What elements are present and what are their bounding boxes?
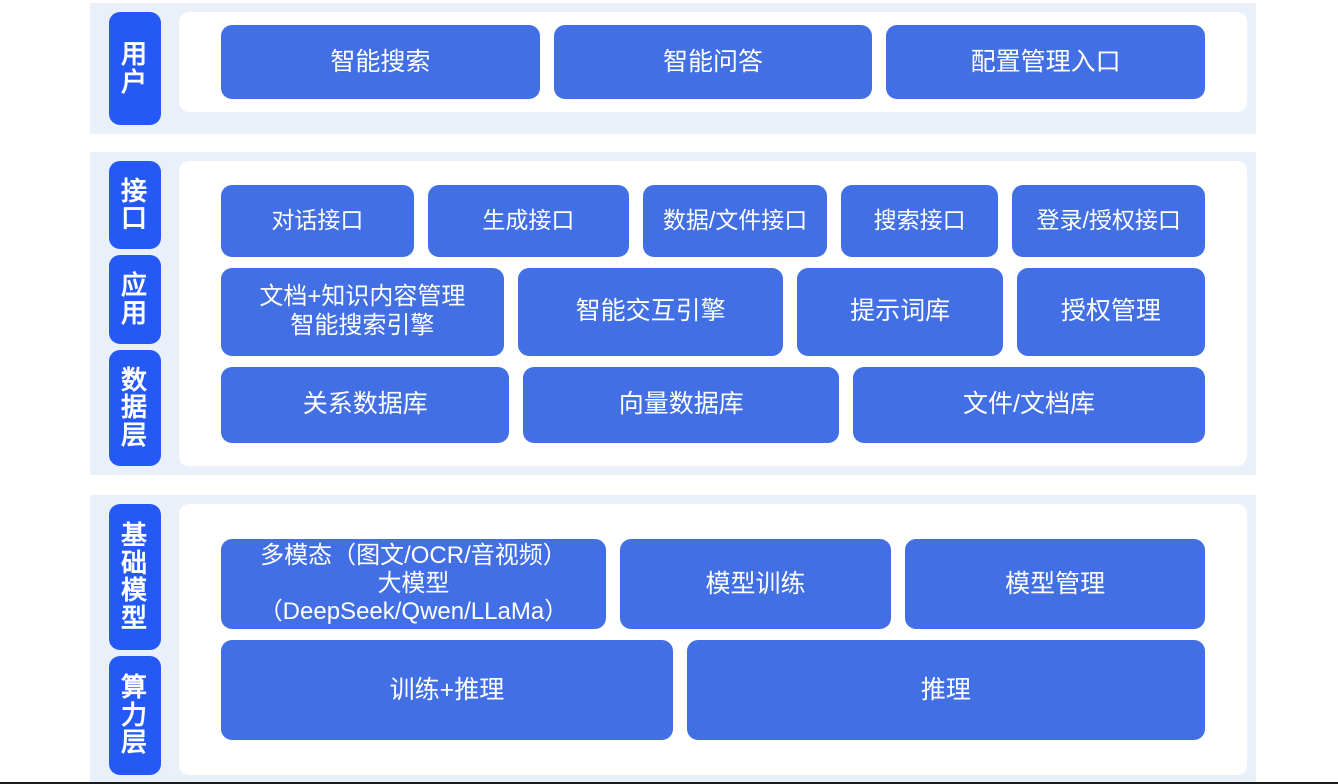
tab-column-user: 用户 <box>90 3 179 134</box>
card-dialog-api[interactable]: 对话接口 <box>221 184 414 257</box>
card-generation-api[interactable]: 生成接口 <box>427 184 630 257</box>
card-prompt-library[interactable]: 提示词库 <box>797 267 1003 356</box>
card-smart-qa[interactable]: 智能问答 <box>553 25 873 99</box>
tab-column-platform: 接口 应用 数据层 <box>90 152 179 475</box>
card-training-and-inference[interactable]: 训练+推理 <box>221 640 673 740</box>
card-data-file-api[interactable]: 数据/文件接口 <box>643 184 827 257</box>
tab-column-foundation: 基础模型 算力层 <box>90 495 179 784</box>
card-inference[interactable]: 推理 <box>686 640 1205 740</box>
row-application: 文档+知识内容管理 智能搜索引擎 智能交互引擎 提示词库 授权管理 <box>179 267 1247 356</box>
card-config-management-entry[interactable]: 配置管理入口 <box>886 25 1206 99</box>
card-authorization-management[interactable]: 授权管理 <box>1016 267 1205 356</box>
card-smart-search[interactable]: 智能搜索 <box>221 25 540 99</box>
card-multimodal-large-model[interactable]: 多模态（图文/OCR/音视频） 大模型（DeepSeek/Qwen/LLaMa） <box>221 539 606 629</box>
layer-tab-user[interactable]: 用户 <box>108 12 161 125</box>
card-search-api[interactable]: 搜索接口 <box>841 184 999 257</box>
layer-tab-data[interactable]: 数据层 <box>108 349 161 466</box>
panel-platform-layer: 对话接口 生成接口 数据/文件接口 搜索接口 登录/授权接口 文档+知识内容管理… <box>179 161 1247 466</box>
row-interface: 对话接口 生成接口 数据/文件接口 搜索接口 登录/授权接口 <box>179 184 1247 257</box>
row-foundation-model: 多模态（图文/OCR/音视频） 大模型（DeepSeek/Qwen/LLaMa）… <box>179 539 1247 629</box>
row-data-store: 关系数据库 向量数据库 文件/文档库 <box>179 366 1247 443</box>
row-compute: 训练+推理 推理 <box>179 640 1247 740</box>
row-user-entries: 智能搜索 智能问答 配置管理入口 <box>179 25 1247 99</box>
band-foundation-layer: 基础模型 算力层 多模态（图文/OCR/音视频） 大模型（DeepSeek/Qw… <box>90 495 1256 784</box>
bottom-rule <box>0 782 1338 784</box>
card-model-training[interactable]: 模型训练 <box>619 539 892 629</box>
layer-tab-application[interactable]: 应用 <box>108 255 161 344</box>
card-vector-database[interactable]: 向量数据库 <box>523 366 840 443</box>
band-platform-layer: 接口 应用 数据层 对话接口 生成接口 数据/文件接口 搜索接口 登录/授权接口… <box>90 152 1256 475</box>
card-file-document-store[interactable]: 文件/文档库 <box>853 366 1205 443</box>
band-user-layer: 用户 智能搜索 智能问答 配置管理入口 <box>90 3 1256 134</box>
card-login-auth-api[interactable]: 登录/授权接口 <box>1012 184 1205 257</box>
card-model-management[interactable]: 模型管理 <box>905 539 1205 629</box>
card-document-knowledge-management[interactable]: 文档+知识内容管理 智能搜索引擎 <box>221 267 504 356</box>
layer-tab-foundation-model[interactable]: 基础模型 <box>108 504 161 651</box>
panel-user-layer: 智能搜索 智能问答 配置管理入口 <box>179 12 1247 112</box>
layer-tab-interface[interactable]: 接口 <box>108 161 161 250</box>
layer-tab-compute[interactable]: 算力层 <box>108 656 161 776</box>
card-smart-interaction-engine[interactable]: 智能交互引擎 <box>517 267 784 356</box>
panel-foundation-layer: 多模态（图文/OCR/音视频） 大模型（DeepSeek/Qwen/LLaMa）… <box>179 504 1247 775</box>
card-relational-database[interactable]: 关系数据库 <box>221 366 510 443</box>
